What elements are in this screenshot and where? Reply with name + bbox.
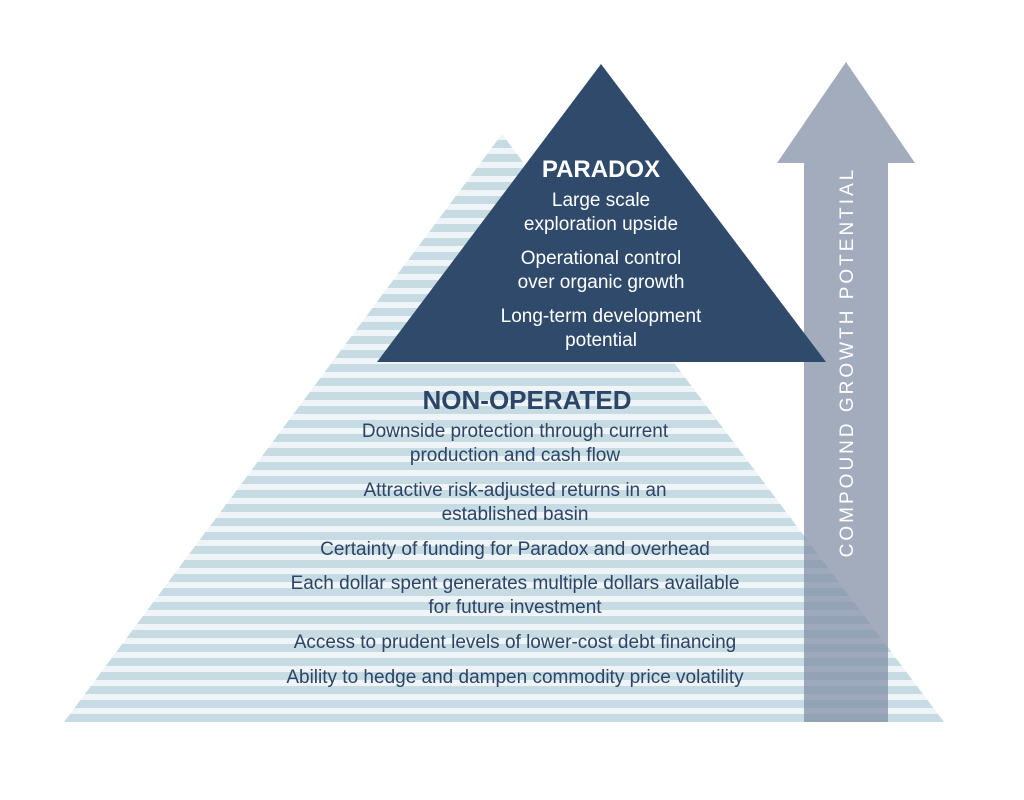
paradox-triangle [377,64,826,362]
non-operated-pyramid [64,134,944,722]
paradox-line: Long-term development [501,306,702,327]
paradox-line: over organic growth [518,272,685,293]
paradox-line: Operational control [521,248,682,269]
non-operated-line: Downside protection through current [362,421,669,442]
non-operated-line: production and cash flow [410,445,620,466]
non-operated-line: Ability to hedge and dampen commodity pr… [286,667,744,688]
paradox-line: Large scale [552,190,650,211]
non-operated-line: Each dollar spent generates multiple dol… [291,573,740,594]
non-operated-title: NON-OPERATED [423,385,632,415]
paradox-line: exploration upside [524,214,678,235]
paradox-line: potential [565,330,637,351]
non-operated-line: for future investment [428,597,602,618]
compound-growth-arrow [777,62,915,722]
non-operated-line: established basin [442,504,589,525]
non-operated-line: Certainty of funding for Paradox and ove… [320,539,710,560]
paradox-title: PARADOX [542,156,660,183]
arrow-label: COMPOUND GROWTH POTENTIAL [837,167,858,558]
non-operated-line: Access to prudent levels of lower-cost d… [294,632,737,653]
non-operated-line: Attractive risk-adjusted returns in an [363,480,666,501]
